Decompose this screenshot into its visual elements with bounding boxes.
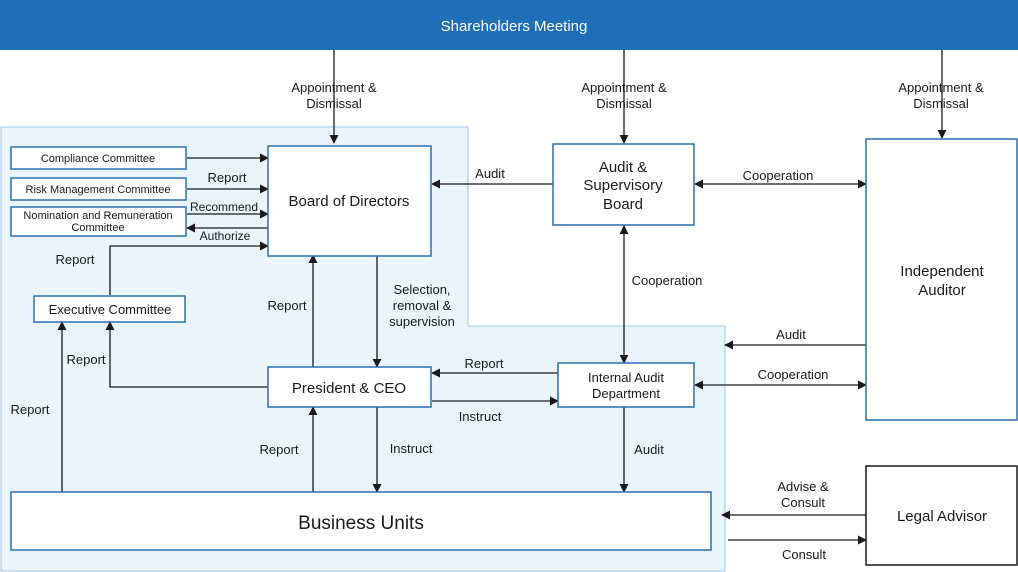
appointment-label-audit-board-1: Appointment &	[581, 80, 667, 95]
instruct-label-internal-audit: Instruct	[459, 409, 502, 424]
president-ceo-label: President & CEO	[292, 380, 406, 397]
internal-audit-department-box	[557, 362, 695, 408]
nomination-committee-label-2: Committee	[71, 222, 124, 234]
appointment-label-auditor-1: Appointment &	[898, 80, 984, 95]
board-of-directors-box	[267, 145, 432, 257]
executive-committee-label: Executive Committee	[49, 302, 172, 317]
audit-supervisory-board-label-2: Supervisory	[583, 177, 663, 194]
appointment-label-board-2: Dismissal	[306, 96, 362, 111]
appointment-label-audit-board-2: Dismissal	[596, 96, 652, 111]
nomination-committee-label-1: Nomination and Remuneration	[23, 210, 172, 222]
audit-label-board: Audit	[475, 166, 505, 181]
cooperation-label-top: Cooperation	[743, 168, 814, 183]
appointment-label-auditor-2: Dismissal	[913, 96, 969, 111]
shareholders-meeting-banner	[0, 0, 1018, 50]
president-ceo-box	[267, 366, 432, 408]
risk-management-committee-box	[10, 177, 187, 201]
report-label-executive-board: Report	[55, 252, 94, 267]
internal-governance-region	[0, 126, 726, 572]
report-label-president-executive: Report	[66, 352, 105, 367]
internal-audit-department-label-1: Internal Audit	[588, 370, 664, 385]
cooperation-label-mid: Cooperation	[758, 367, 829, 382]
audit-label-business: Audit	[634, 442, 664, 457]
audit-supervisory-board-box	[552, 143, 695, 226]
advise-label-2: Consult	[781, 495, 825, 510]
legal-advisor-box	[865, 465, 1018, 566]
independent-auditor-box	[865, 138, 1018, 421]
compliance-committee-label: Compliance Committee	[41, 153, 155, 165]
report-label-business-executive: Report	[10, 402, 49, 417]
president-to-executive-arrow	[105, 321, 268, 388]
nomination-committee-box	[10, 206, 187, 237]
business-units-box	[10, 491, 712, 551]
selection-label-2: removal &	[393, 298, 452, 313]
instruct-label-business: Instruct	[390, 441, 433, 456]
independent-auditor-label-1: Independent	[900, 263, 984, 280]
executive-committee-box	[33, 295, 186, 323]
board-of-directors-label: Board of Directors	[289, 193, 410, 210]
business-units-label: Business Units	[298, 513, 424, 534]
selection-label-3: supervision	[389, 314, 455, 329]
audit-label-auditor-internal: Audit	[776, 327, 806, 342]
executive-to-board-arrow	[109, 241, 269, 295]
consult-label: Consult	[782, 547, 826, 562]
risk-management-committee-label: Risk Management Committee	[26, 184, 171, 196]
authorize-label: Authorize	[200, 229, 251, 243]
compliance-committee-box	[10, 146, 187, 170]
cooperation-label-vertical: Cooperation	[632, 273, 703, 288]
shareholders-meeting-title: Shareholders Meeting	[441, 18, 588, 35]
selection-label-1: Selection,	[393, 282, 450, 297]
report-label-business-president: Report	[259, 442, 298, 457]
audit-supervisory-board-label-3: Board	[603, 196, 643, 213]
report-label-internal-audit: Report	[464, 356, 503, 371]
legal-advisor-label: Legal Advisor	[897, 508, 987, 525]
report-label-president-board: Report	[267, 298, 306, 313]
recommend-label: Recommend	[190, 200, 258, 214]
internal-audit-department-label-2: Department	[592, 386, 660, 401]
report-label-risk: Report	[207, 170, 246, 185]
independent-auditor-label-2: Auditor	[918, 282, 966, 299]
advise-label-1: Advise &	[777, 479, 829, 494]
audit-supervisory-board-label-1: Audit &	[599, 159, 647, 176]
appointment-label-board-1: Appointment &	[291, 80, 377, 95]
